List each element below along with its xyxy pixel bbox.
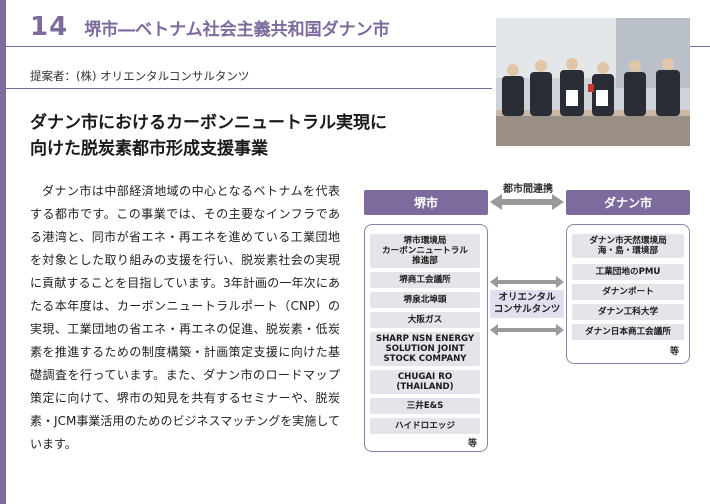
danang-item: ダナン工科大学 [572,304,684,320]
project-title-line-1: ダナン市におけるカーボンニュートラル実現に [30,113,387,133]
body-paragraph: ダナン市は中部経済地域の中心となるベトナムを代表する都市です。この事業では、その… [30,184,340,451]
sakai-item: CHUGAI RO (THAILAND) [370,370,480,394]
sakai-item: 堺泉北埠頭 [370,292,480,308]
header: 14 堺市―ベトナム社会主義共和国ダナン市 [30,12,390,42]
proposer: 提案者：(株) オリエンタルコンサルタンツ [30,69,250,83]
sakai-item: 堺商工会議所 [370,272,480,288]
consultant-box: オリエンタル コンサルタンツ [490,290,564,318]
danang-etc: 等 [670,347,680,357]
sakai-item: 三井E&S [370,398,480,414]
page-title: 堺市―ベトナム社会主義共和国ダナン市 [84,20,390,40]
header-divider [6,46,710,47]
danang-item: ダナン日本商工会議所 [572,324,684,340]
sakai-item: 大阪ガス [370,312,480,328]
proposer-divider [6,88,492,89]
danang-item: 工業団地のPMU [572,264,684,280]
meeting-photo-image [496,18,690,146]
city-link-label: 都市間連携 [503,184,553,195]
consultant-label-1: オリエンタル [498,292,556,303]
danang-item: ダナン市天然環境局 海・島・環境部 [572,234,684,258]
city-link-arrow-icon [490,194,564,210]
sakai-etc: 等 [468,439,478,449]
sakai-item: 堺市環境局 カーボンニュートラル 推進部 [370,234,480,268]
sakai-header: 堺市 [364,190,488,215]
right-consultant-arrow-icon [490,324,564,336]
left-accent-bar [0,0,6,504]
sakai-item: ハイドロエッジ [370,418,480,434]
project-title-line-2: 向けた脱炭素都市形成支援事業 [30,139,268,159]
sakai-item: SHARP NSN ENERGY SOLUTION JOINT STOCK CO… [370,332,480,366]
left-consultant-arrow-icon [490,276,564,288]
consultant-label-2: コンサルタンツ [493,304,561,315]
danang-item: ダナンポート [572,284,684,300]
page-number: 14 [30,12,69,42]
project-title: ダナン市におけるカーボンニュートラル実現に 向けた脱炭素都市形成支援事業 [30,110,480,162]
meeting-photo [496,18,690,146]
danang-header: ダナン市 [566,190,690,215]
partnership-diagram: 都市間連携 堺市 ダナン市 堺市環境局 カーボンニュートラル 推進部堺商工会議所… [360,178,696,458]
